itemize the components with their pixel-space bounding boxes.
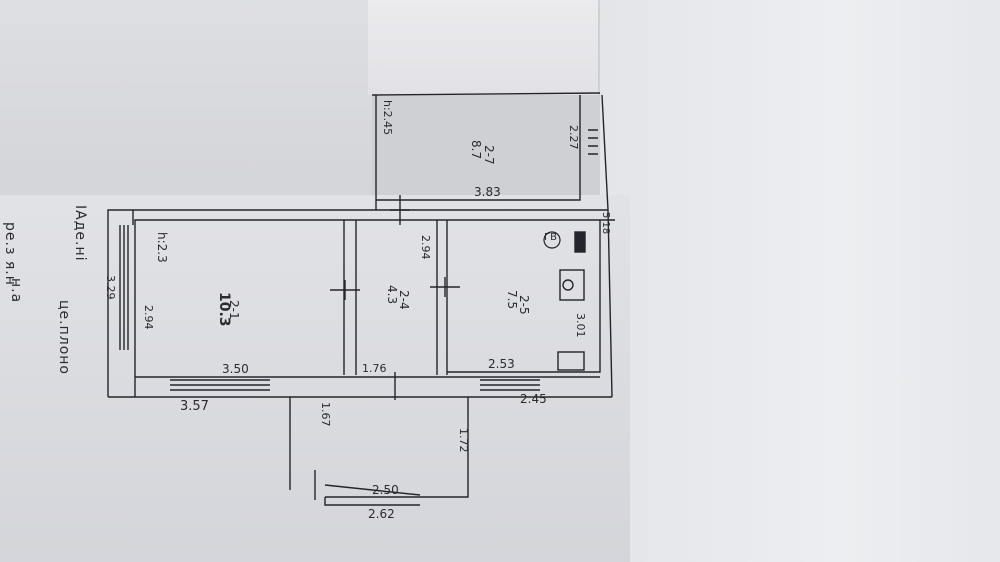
window-south-1 — [170, 379, 270, 391]
room-2-5-id: 2-5 — [517, 295, 531, 315]
wall-west — [107, 209, 134, 397]
room-2-1-id: 2-1 — [227, 300, 241, 320]
paper-sheet-main — [0, 195, 630, 562]
wall-east-upper — [601, 94, 609, 211]
room-2-7-id: 2-7 — [482, 145, 496, 165]
wall-upper-north — [371, 92, 601, 96]
dim-329: 3.29 — [104, 275, 117, 300]
window-south-2 — [480, 379, 540, 391]
label-h-mid: 2.94 — [419, 235, 432, 260]
room-2-1-height: h:2.3 — [155, 232, 169, 263]
stove-burner — [562, 279, 574, 291]
dim-245: 2.45 — [520, 392, 547, 406]
window-upper — [588, 129, 598, 155]
room-2-7-area: 8.7 — [469, 140, 483, 159]
wall-east — [607, 209, 613, 398]
porch-walls — [289, 397, 469, 498]
stamp-gv: ГВ — [544, 232, 557, 243]
door-tick-2 — [430, 277, 460, 297]
paper-sheet-top — [368, 0, 598, 95]
margin-note-4: н.а — [8, 278, 24, 304]
window-west — [119, 225, 129, 350]
dim-167: 1.67 — [319, 402, 332, 427]
dim-301: 3.01 — [574, 313, 587, 338]
room-2-4-id: 2-4 — [397, 290, 411, 310]
room-2-5-area: 7.5 — [505, 290, 519, 309]
partition-room25 — [447, 220, 601, 373]
margin-note-3: це.плоно — [56, 300, 72, 375]
dim-253: 2.53 — [488, 357, 515, 371]
dim-357: 3.57 — [180, 399, 209, 414]
dim-stub: 5.18 — [600, 212, 611, 234]
boiler — [574, 231, 586, 253]
paper-sheet-right — [600, 0, 1000, 562]
margin-note-1: ре.з я.н — [2, 222, 18, 286]
stove — [559, 269, 585, 301]
dim-294: 2.94 — [142, 305, 155, 330]
room-2-4-area: 4.3 — [385, 285, 399, 304]
door-tick-3 — [390, 195, 410, 225]
porch-step — [314, 470, 421, 500]
wall-north-inner — [134, 219, 615, 377]
dim-250: 2.50 — [372, 483, 399, 497]
sink — [557, 351, 585, 371]
stamp-circle — [543, 231, 561, 249]
label-h-top: h:2.45 — [381, 100, 394, 135]
dim-350: 3.50 — [222, 362, 249, 376]
dim-227: 2.27 — [567, 125, 580, 150]
dim-383: 3.83 — [474, 185, 501, 199]
dim-176: 1.76 — [362, 362, 387, 375]
margin-note-2: ІАде.ні — [72, 205, 88, 262]
room-2-1-area: 10.3 — [216, 292, 232, 327]
wall-upper-inner — [376, 95, 581, 201]
dim-262: 2.62 — [368, 507, 395, 521]
paper-sheet-left — [0, 0, 372, 210]
porch-dim — [324, 497, 420, 506]
dim-172: 1.72 — [457, 428, 470, 453]
door-tick-1 — [330, 280, 360, 300]
